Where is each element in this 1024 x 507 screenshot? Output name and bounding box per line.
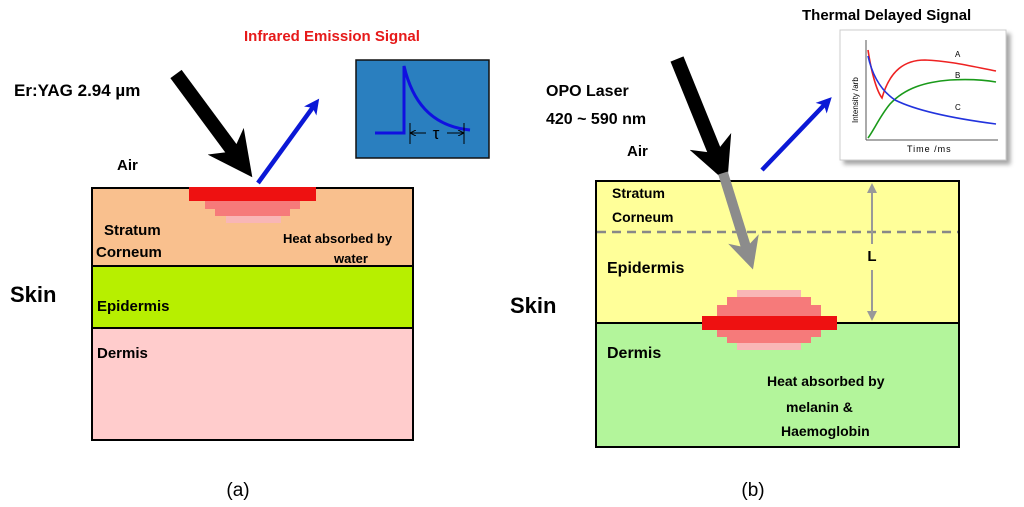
decay-trace (375, 65, 471, 135)
epidermis-label-b: Epidermis (607, 260, 684, 277)
stratum-label-line1: Stratum (104, 222, 161, 239)
stratum-label-b-line2: Corneum (612, 209, 673, 225)
caption-a: (a) (226, 480, 249, 501)
delayed-signal-arrow (760, 97, 832, 172)
emission-arrow (256, 98, 320, 185)
thermal-signal-inset: A B C Intensity /arb Time /ms (839, 29, 1007, 161)
heat-label-b-line2: melanin & (786, 399, 853, 415)
opo-laser-arrow (670, 56, 732, 183)
panel-b: L A B C Intensity /arb Tim (510, 7, 1007, 501)
curve-c-label: C (955, 103, 961, 112)
er-yag-label: Er:YAG 2.94 µm (14, 81, 140, 100)
epidermis-layer (91, 265, 414, 329)
curve-b (867, 78, 997, 139)
opo-laser-label-line2: 420 ~ 590 nm (546, 111, 646, 128)
curve-a-label: A (955, 50, 961, 59)
air-label: Air (117, 157, 138, 174)
laser-arrow (170, 69, 253, 178)
curve-b-label: B (955, 71, 960, 80)
tau-label: τ (433, 124, 440, 143)
opo-laser-label-line1: OPO Laser (546, 83, 629, 100)
heat-absorption-spot (189, 187, 316, 223)
dermis-label-b: Dermis (607, 345, 661, 362)
skin-label-b: Skin (510, 293, 556, 318)
heat-label-line2: water (333, 251, 368, 266)
thermal-delayed-title: Thermal Delayed Signal (802, 7, 971, 24)
depth-label: L (867, 248, 876, 265)
skin-label: Skin (10, 282, 56, 307)
inset-ylabel: Intensity /arb (851, 77, 860, 123)
dermis-layer (91, 327, 414, 441)
depth-indicator: L (867, 183, 877, 321)
infrared-emission-title: Infrared Emission Signal (244, 28, 420, 45)
stratum-label-line2: Corneum (96, 244, 162, 261)
heat-label-b-line3: Haemoglobin (781, 423, 870, 439)
heat-absorption-spot-b (702, 290, 837, 350)
curve-c (867, 55, 997, 125)
transmitted-beam-arrow (718, 171, 759, 270)
heat-label-b-line1: Heat absorbed by (767, 373, 885, 389)
dermis-label: Dermis (97, 345, 148, 362)
epidermis-label: Epidermis (97, 298, 170, 315)
infrared-signal-box: τ (355, 59, 490, 159)
caption-b: (b) (741, 480, 764, 501)
stratum-label-b-line1: Stratum (612, 185, 665, 201)
curve-a (867, 49, 997, 100)
panel-a: τ Infrared Emission Signal Er:YAG 2.94 µ… (10, 28, 490, 501)
air-label-b: Air (627, 143, 648, 160)
heat-label-line1: Heat absorbed by (283, 231, 393, 246)
inset-xlabel: Time /ms (907, 144, 952, 154)
